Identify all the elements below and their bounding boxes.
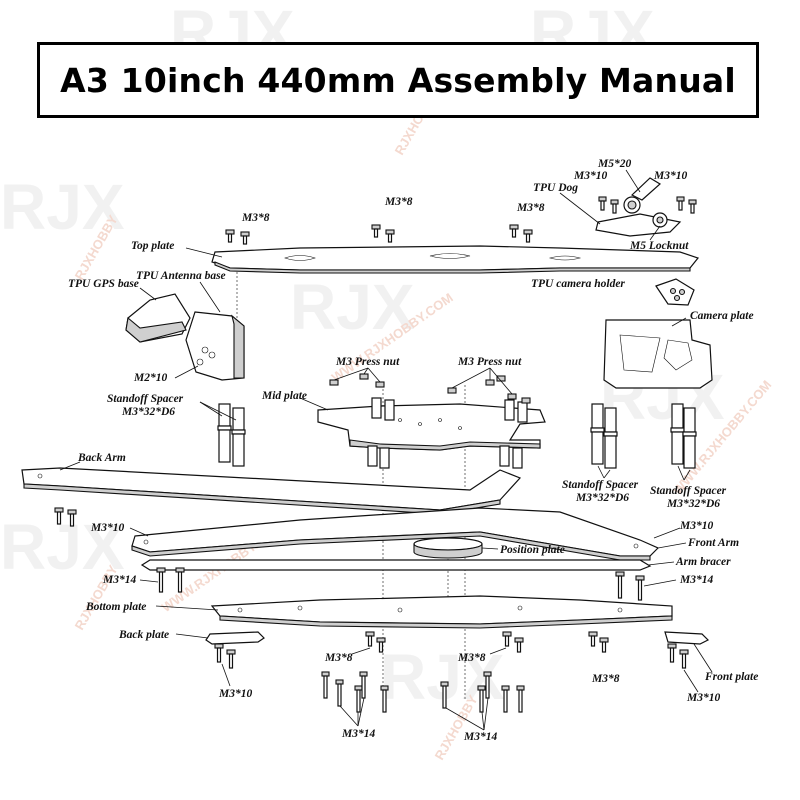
label-m3x14-left: M3*14 [103, 574, 137, 586]
label-m3x14-right: M3*14 [680, 574, 714, 586]
label-m3x10-bottom-right: M3*10 [687, 692, 721, 704]
m3x8-screws-bottom-mid [502, 631, 524, 653]
standoff-spacers-left [217, 403, 246, 467]
back-plate [205, 631, 265, 645]
label-m3x14-bottom-mid: M3*14 [464, 731, 498, 743]
label-arm-bracer: Arm bracer [676, 556, 731, 568]
label-tpu-antenna-base: TPU Antenna base [136, 270, 226, 282]
label-tpu-dog: TPU Dog [533, 182, 579, 194]
m3-press-nuts [329, 373, 531, 404]
back-arm [21, 467, 522, 515]
tpu-camera-holder [655, 278, 695, 306]
label-m3x8-bottom-left: M3*8 [325, 652, 353, 664]
label-tpu-camera-holder: TPU camera holder [531, 278, 625, 290]
label-top-plate: Top plate [131, 240, 175, 252]
arm-bracer [140, 559, 652, 571]
label-front-plate: Front plate [705, 671, 759, 683]
camera-plate [603, 319, 713, 389]
label-m3x8-top-c: M3*8 [517, 202, 545, 214]
label-standoff-left-size: M3*32*D6 [122, 406, 176, 418]
label-standoff-mid: Standoff Spacer [562, 479, 639, 491]
m3x8-screws-bottom-right [588, 631, 609, 653]
label-m3x8-top-b: M3*8 [385, 196, 413, 208]
m3x14-screws-right [615, 571, 645, 601]
label-m3x10-left: M3*10 [91, 522, 125, 534]
m3x8-screws-top [225, 224, 533, 245]
label-m5-locknut: M5 Locknut [630, 240, 689, 252]
bottom-plate [210, 595, 673, 629]
label-mid-plate: Mid plate [262, 390, 308, 402]
label-camera-plate: Camera plate [690, 310, 754, 322]
label-tpu-gps-base: TPU GPS base [68, 278, 139, 290]
label-m3x8-bottom-mid: M3*8 [458, 652, 486, 664]
label-m3x8-bottom-right: M3*8 [592, 673, 620, 685]
m3x10-screws-bottom-right [667, 643, 689, 669]
label-m3x10-top-left: M3*10 [574, 170, 608, 182]
mid-plate [317, 397, 546, 469]
m3x14-screws-bottom-left [321, 671, 389, 713]
front-arm [131, 507, 660, 561]
label-position-plate: Position plate [500, 544, 565, 556]
label-standoff-right-size: M3*32*D6 [667, 498, 721, 510]
label-m3x14-bottom-left: M3*14 [342, 728, 376, 740]
label-back-plate: Back plate [119, 629, 170, 641]
label-m3x10-top-right: M3*10 [654, 170, 688, 182]
label-standoff-mid-size: M3*32*D6 [576, 492, 630, 504]
label-bottom-plate: Bottom plate [86, 601, 147, 613]
tpu-gps-base [125, 293, 191, 343]
m3x14-screws-left [156, 567, 185, 593]
label-m2x10: M2*10 [134, 372, 168, 384]
position-plate [413, 537, 483, 559]
label-m3x10-bottom-left: M3*10 [219, 688, 253, 700]
m3x10-screws-bottom-left [214, 643, 236, 669]
label-m3-press-nut-right: M3 Press nut [458, 356, 522, 368]
m3x8-screws-bottom-left [365, 631, 386, 653]
label-m3x8-top-a: M3*8 [242, 212, 270, 224]
front-plate [664, 631, 710, 645]
tpu-dog-assembly [595, 177, 697, 237]
m3x14-screws-bottom-mid [440, 671, 525, 713]
label-back-arm: Back Arm [78, 452, 126, 464]
label-standoff-left: Standoff Spacer [107, 393, 184, 405]
top-plate [211, 245, 700, 274]
watermark-logo: RJX [290, 271, 415, 343]
tpu-antenna-base [185, 311, 245, 381]
label-standoff-right: Standoff Spacer [650, 485, 727, 497]
label-front-arm: Front Arm [688, 537, 740, 549]
watermark-logo: RJX [380, 641, 505, 713]
standoff-spacers-mid [590, 403, 618, 469]
watermark-logo: RJX [0, 171, 125, 243]
standoff-spacers-right [670, 403, 697, 469]
m3x10-screws-back-arm [54, 507, 77, 527]
page-title: A3 10inch 440mm Assembly Manual [60, 60, 736, 100]
title-box: A3 10inch 440mm Assembly Manual [37, 42, 759, 118]
watermark-logo: RJX [0, 511, 125, 583]
label-m3-press-nut-left: M3 Press nut [336, 356, 400, 368]
label-m5x20: M5*20 [598, 158, 632, 170]
label-m3x10-right: M3*10 [680, 520, 714, 532]
